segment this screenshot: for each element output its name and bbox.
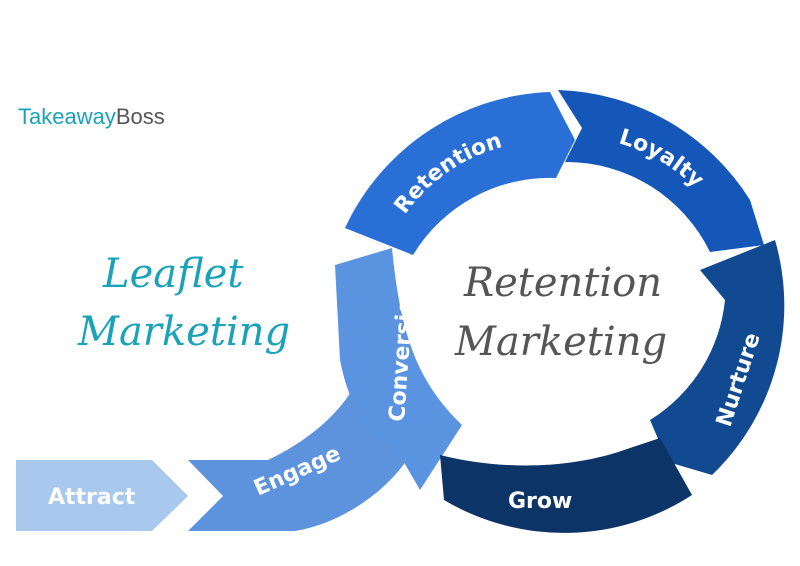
stage-grow-shape	[440, 438, 692, 533]
left-heading-line1: Leaflet	[102, 251, 244, 297]
center-heading-line1: Retention	[463, 260, 662, 306]
stage-loyalty-shape	[558, 90, 764, 252]
logo-part1: Takeaway	[18, 104, 116, 129]
logo-part2: Boss	[116, 104, 165, 129]
center-heading-line2: Marketing	[454, 319, 667, 365]
logo: TakeawayBoss	[18, 104, 165, 129]
stage-attract-shape	[16, 460, 188, 531]
stage-engage-shape	[188, 375, 415, 531]
stage-grow-label: Grow	[508, 489, 572, 514]
stage-attract-label: Attract	[48, 485, 136, 510]
stage-nurture-shape	[650, 240, 785, 475]
stage-conversion-shape	[335, 248, 462, 490]
left-heading-line2: Marketing	[77, 309, 290, 355]
stage-retention-shape	[345, 92, 575, 255]
